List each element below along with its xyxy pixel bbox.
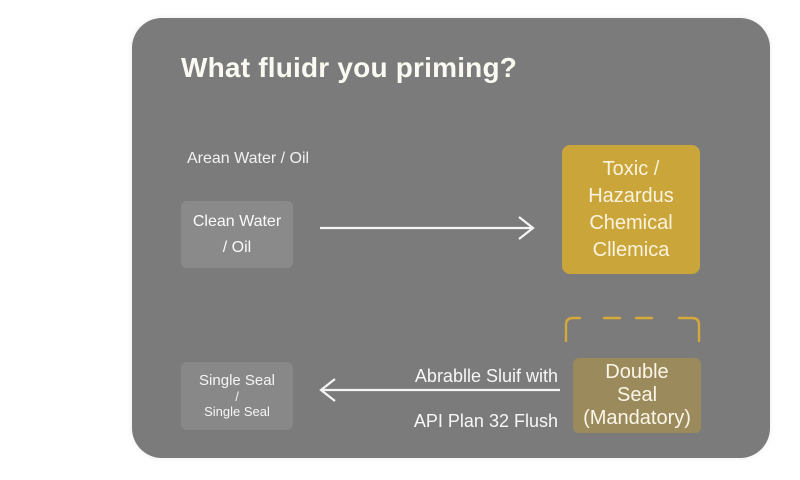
node-toxic-line3: Chemical [589,211,673,234]
node-toxic-hazardous-chemical: Toxic / Hazardus Chemical Cllemica [562,145,700,274]
source-caption: Arean Water / Oil [187,150,310,167]
arrow-left-icon [319,378,560,402]
node-single-line1: Single Seal [199,372,275,389]
node-double-line2: Seal [616,384,658,406]
node-clean-line1: Clean Water [192,212,282,230]
arrow-right-icon [320,216,535,240]
node-toxic-line4: Cllemica [592,238,670,261]
node-double-line1: Double [605,361,669,383]
diagram-title: What fluidr you priming? [181,52,518,83]
edge-label-bottom: API Plan 32 Flush [413,411,558,431]
node-double-seal: Double Seal (Mandatory) [573,358,701,433]
node-single-line2: / [235,389,239,404]
node-double-line3: (Mandatory) [583,407,691,429]
node-clean-water-oil: Clean Water / Oil [181,201,293,268]
node-single-line3: Single Seal [204,404,270,419]
node-single-seal: Single Seal / Single Seal [181,362,293,430]
node-toxic-line1: Toxic / [602,157,660,180]
dashed-bracket-icon [564,316,701,343]
node-clean-line2: / Oil [222,238,252,256]
node-toxic-line2: Hazardus [588,184,674,207]
edge-label-top: Abrablle Sluif with [414,366,558,386]
